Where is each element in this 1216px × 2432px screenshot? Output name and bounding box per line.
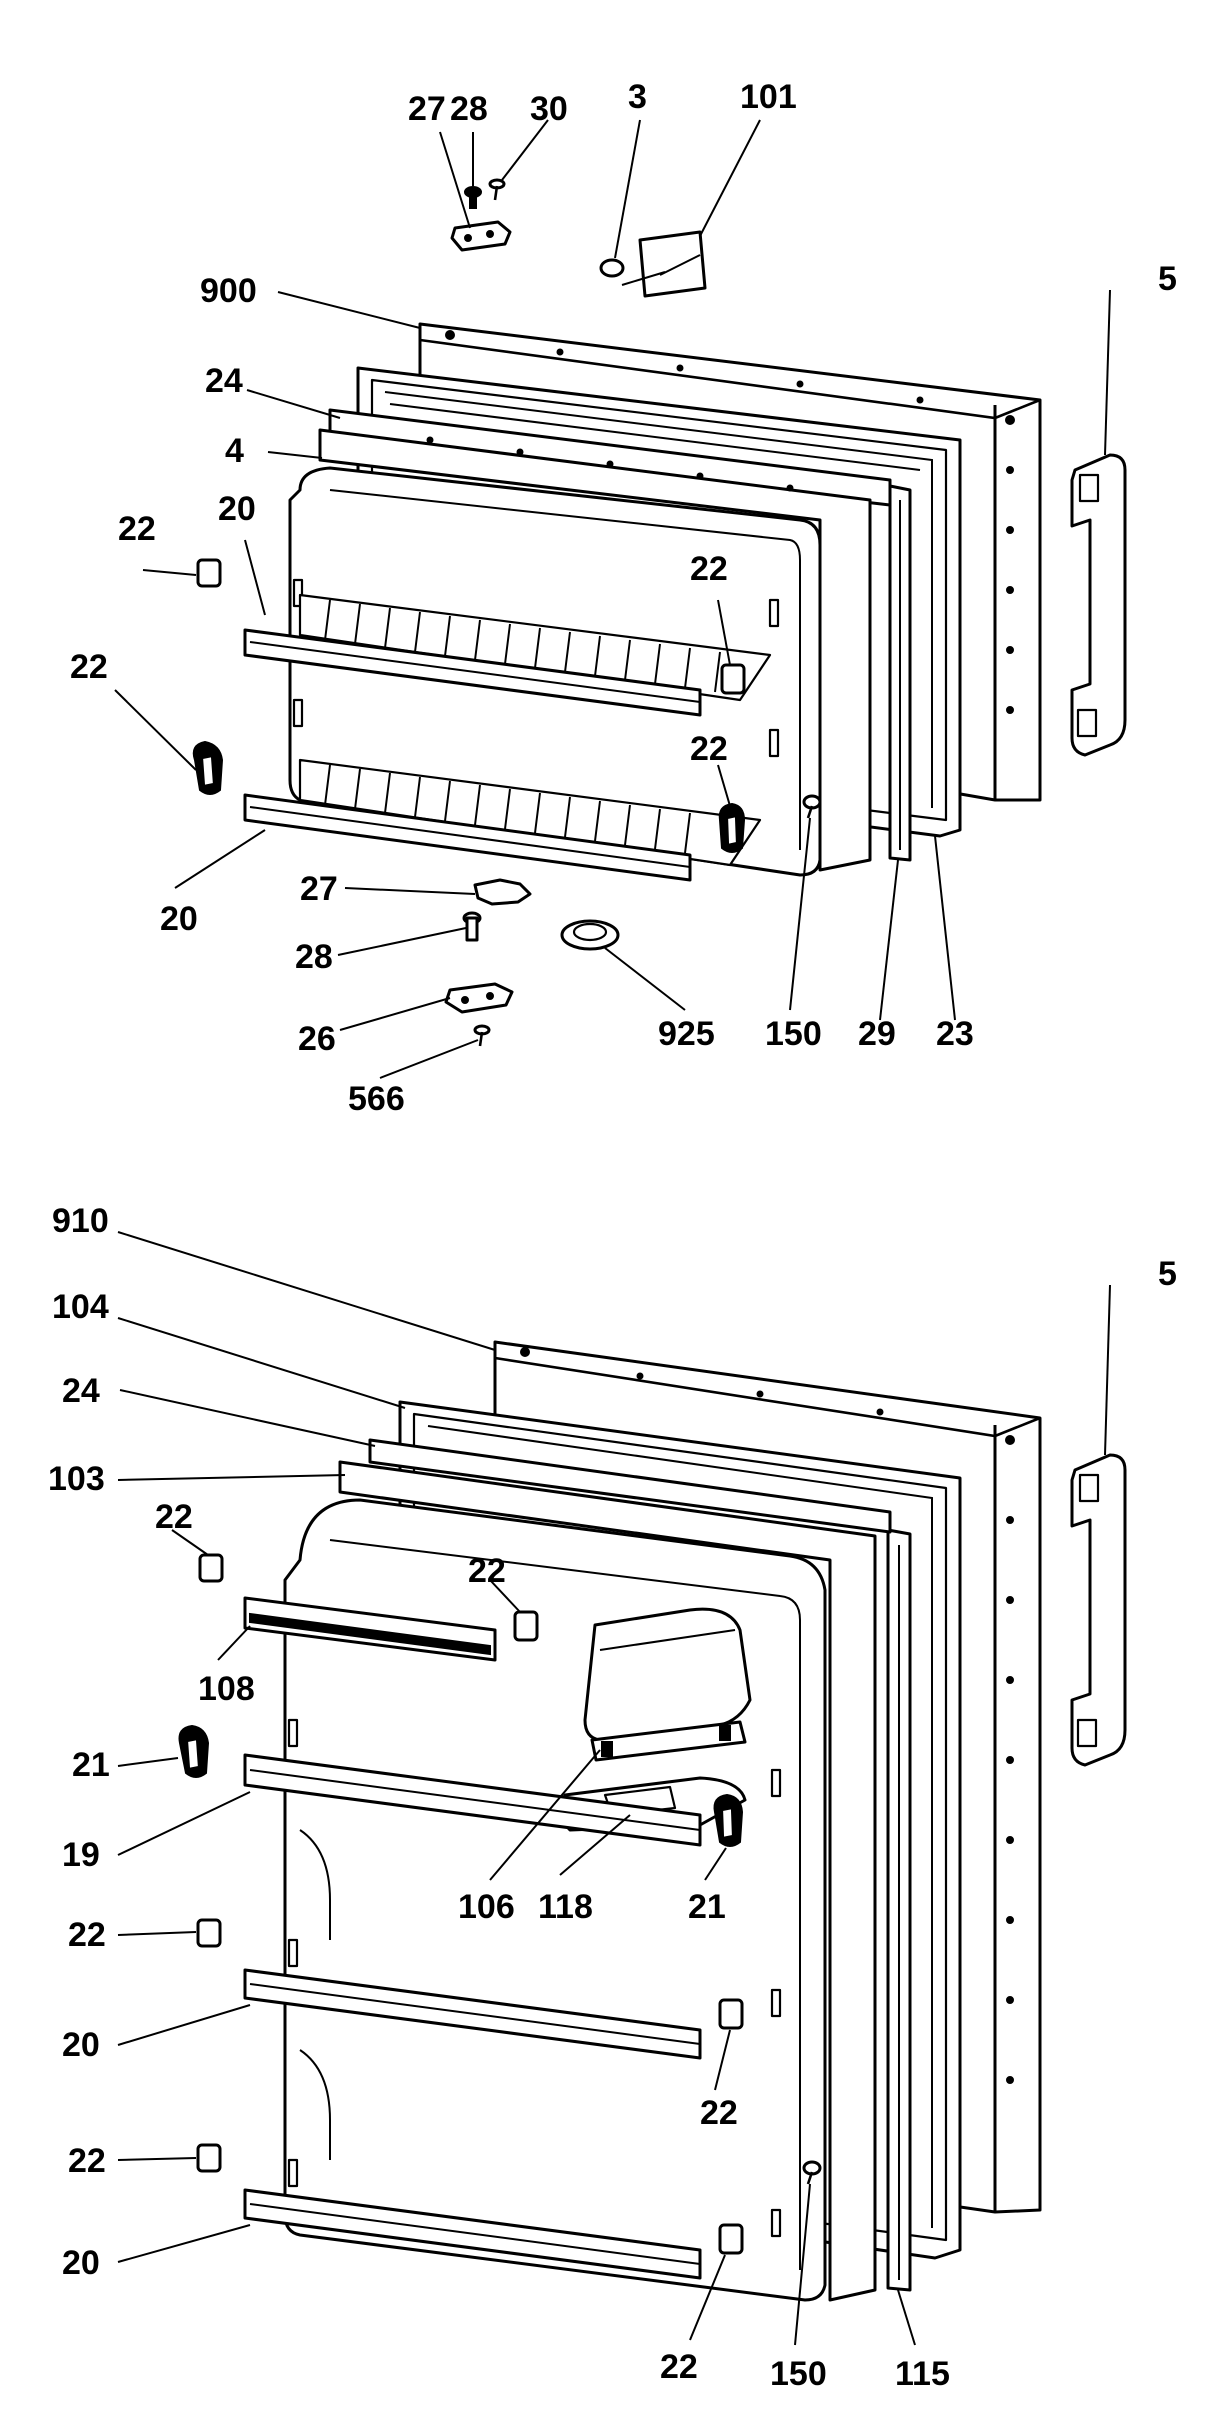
hinge-pin-28-top — [464, 186, 482, 209]
breaker-strip-29 — [888, 484, 912, 862]
label-28-bottom: 28 — [295, 938, 333, 976]
label-101: 101 — [740, 78, 797, 116]
label-22-e: 22 — [155, 1498, 193, 1536]
label-150-bottom: 150 — [770, 2355, 827, 2393]
hinge-27-top — [450, 220, 512, 252]
label-22-j: 22 — [660, 2348, 698, 2386]
door-handle-5-bottom — [1070, 1453, 1127, 1767]
label-19: 19 — [62, 1836, 100, 1874]
label-3: 3 — [628, 78, 647, 116]
shelf-clip-22-g — [196, 1918, 222, 1948]
label-20-c: 20 — [62, 2026, 100, 2064]
nameplate-101 — [621, 230, 707, 298]
label-21-b: 21 — [688, 1888, 726, 1926]
shelf-rail-20-bottom — [243, 2188, 702, 2280]
label-21-a: 21 — [72, 1746, 110, 1784]
label-106: 106 — [458, 1888, 515, 1926]
breaker-strip-115 — [886, 1528, 912, 2292]
label-27-top: 27 — [408, 90, 446, 128]
fresh-food-liner-103 — [283, 1460, 877, 2302]
shelf-clip-22-e — [198, 1553, 224, 1583]
label-24-bottom: 24 — [62, 1372, 100, 1410]
trim-strip-24-bottom — [368, 1438, 892, 1534]
shelf-clip-22-right-lower — [718, 802, 746, 853]
label-29: 29 — [858, 1015, 896, 1053]
shelf-clip-22-h — [718, 1998, 744, 2030]
upper-shelf-ribs — [298, 593, 772, 702]
lower-shelf-ribs — [298, 758, 762, 867]
shelf-rail-20-lower — [243, 793, 692, 882]
screw-150-bottom — [802, 2160, 822, 2185]
label-22-h: 22 — [700, 2094, 738, 2132]
shelf-clip-21-a — [178, 1724, 210, 1778]
shelf-clip-22-left-upper — [196, 558, 222, 588]
label-28-top: 28 — [450, 90, 488, 128]
shelf-rail-20-upper — [243, 628, 702, 717]
fresh-food-leader-lines — [117, 1231, 1111, 2346]
screw-30 — [488, 178, 506, 201]
label-22-f: 22 — [468, 1552, 506, 1590]
hinge-27-bottom — [473, 878, 532, 906]
screw-566 — [473, 1024, 491, 1047]
shelf-clip-22-j — [718, 2223, 744, 2255]
hinge-bracket-26 — [444, 982, 514, 1014]
label-26: 26 — [298, 1020, 336, 1058]
label-566: 566 — [348, 1080, 405, 1118]
label-27-bottom: 27 — [300, 870, 338, 908]
plug-3 — [599, 258, 625, 278]
door-handle-5-top — [1070, 453, 1127, 757]
label-910: 910 — [52, 1202, 109, 1240]
shelf-clip-22-i — [196, 2143, 222, 2173]
screw-150-top — [802, 794, 822, 819]
label-22-i: 22 — [68, 2142, 106, 2180]
label-23: 23 — [936, 1015, 974, 1053]
shelf-clip-21-b — [713, 1793, 744, 1847]
label-24-top: 24 — [205, 362, 243, 400]
freezer-leader-lines — [114, 119, 1111, 1079]
label-30: 30 — [530, 90, 568, 128]
label-20-d: 20 — [62, 2244, 100, 2282]
label-22-c: 22 — [690, 550, 728, 588]
label-115: 115 — [895, 2355, 950, 2393]
door-liner-top-rim — [318, 408, 892, 872]
label-925: 925 — [658, 1015, 715, 1053]
freezer-door-assembly: 27 28 30 3 101 900 5 24 4 20 22 22 22 22… — [70, 78, 1177, 1118]
label-22-d: 22 — [690, 730, 728, 768]
dairy-rail-108 — [243, 1596, 497, 1662]
label-4: 4 — [225, 432, 244, 470]
label-20-a: 20 — [218, 490, 256, 528]
fresh-food-door-assembly: 910 5 104 24 103 22 22 108 21 19 106 118… — [48, 1202, 1177, 2393]
label-22-g: 22 — [68, 1916, 106, 1954]
label-118: 118 — [538, 1888, 593, 1926]
label-150-top: 150 — [765, 1015, 822, 1053]
label-900: 900 — [200, 272, 257, 310]
label-104: 104 — [52, 1288, 109, 1326]
label-22-a: 22 — [118, 510, 156, 548]
shelf-clip-22-right-upper — [720, 663, 746, 695]
label-5-bottom: 5 — [1158, 1255, 1177, 1293]
label-22-b: 22 — [70, 648, 108, 686]
label-108: 108 — [198, 1670, 255, 1708]
cap-925 — [560, 919, 620, 951]
shelf-clip-22-f — [513, 1610, 539, 1642]
shelf-rail-20-middle — [243, 1968, 702, 2060]
label-103: 103 — [48, 1460, 105, 1498]
label-20-b: 20 — [160, 900, 198, 938]
label-5-top: 5 — [1158, 260, 1177, 298]
hinge-pin-28-bottom — [462, 911, 482, 942]
shelf-clip-22-left-lower — [192, 740, 224, 795]
butter-compartment-106 — [583, 1607, 752, 1762]
